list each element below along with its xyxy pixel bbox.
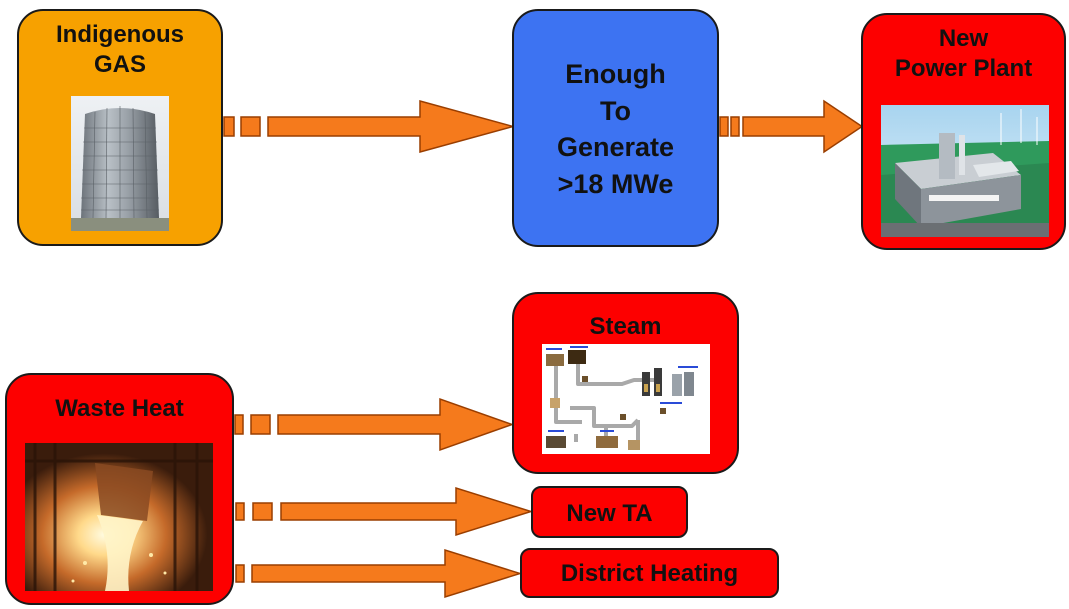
gas-title-line1: Indigenous (56, 21, 184, 48)
new-power-plant-box: New Power Plant (861, 13, 1066, 250)
molten-steel-ladle-photo (25, 443, 213, 591)
generation-capacity-box: Enough To Generate >18 MWe (512, 9, 719, 247)
power-plant-rendering (881, 105, 1049, 237)
waste-heat-box: Waste Heat (5, 373, 234, 605)
gas-title-line2: GAS (93, 51, 146, 78)
capacity-line4: >18 MWe (557, 169, 674, 199)
steam-title: Steam (589, 313, 662, 340)
indigenous-gas-box: Indigenous GAS (17, 9, 223, 246)
new-ta-label: New TA (566, 500, 653, 527)
arrow-waste-to-new-ta (235, 486, 534, 537)
waste-heat-title: Waste Heat (55, 395, 184, 422)
district-heating-box: District Heating (520, 548, 779, 598)
arrow-waste-to-steam (234, 397, 515, 452)
capacity-line1: Enough (565, 59, 666, 89)
new-ta-box: New TA (531, 486, 688, 538)
gas-holder-photo (71, 96, 169, 231)
district-heating-label: District Heating (560, 560, 739, 587)
steam-box: Steam (512, 292, 739, 474)
arrow-waste-to-district-heating (235, 548, 523, 599)
capacity-line2: To (600, 96, 631, 126)
arrow-gas-to-enough (223, 100, 516, 153)
power-plant-line1: New (938, 25, 989, 52)
steam-network-schematic (542, 344, 710, 454)
capacity-line3: Generate (556, 132, 675, 162)
arrow-enough-to-power-plant (719, 99, 864, 154)
power-plant-line2: Power Plant (894, 55, 1033, 82)
